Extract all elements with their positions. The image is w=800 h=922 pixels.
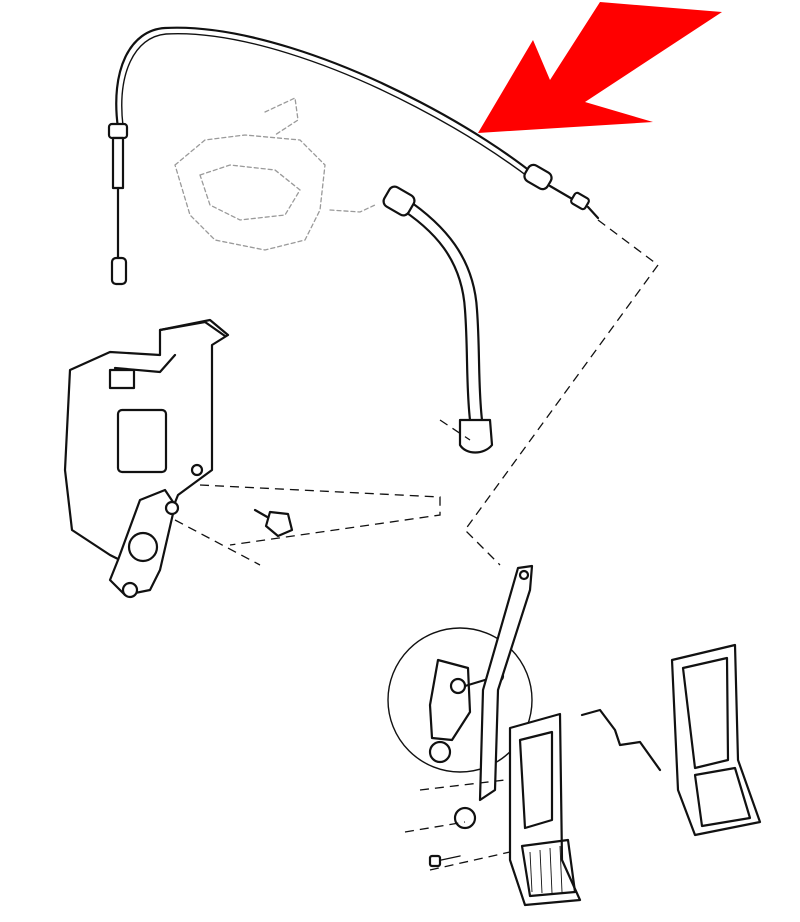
ghost-engine-part bbox=[174, 97, 376, 251]
pedal-pad bbox=[670, 643, 762, 837]
flexible-cable bbox=[382, 185, 494, 454]
mounting-bracket bbox=[63, 318, 230, 599]
screw bbox=[253, 508, 294, 538]
arrow-icon bbox=[478, 2, 722, 133]
accelerator-cable bbox=[107, 26, 600, 286]
return-spring bbox=[580, 708, 662, 772]
pedal bbox=[428, 712, 582, 907]
assembly-leader-lines bbox=[174, 219, 659, 871]
pedal-arm-assembly bbox=[387, 564, 534, 802]
